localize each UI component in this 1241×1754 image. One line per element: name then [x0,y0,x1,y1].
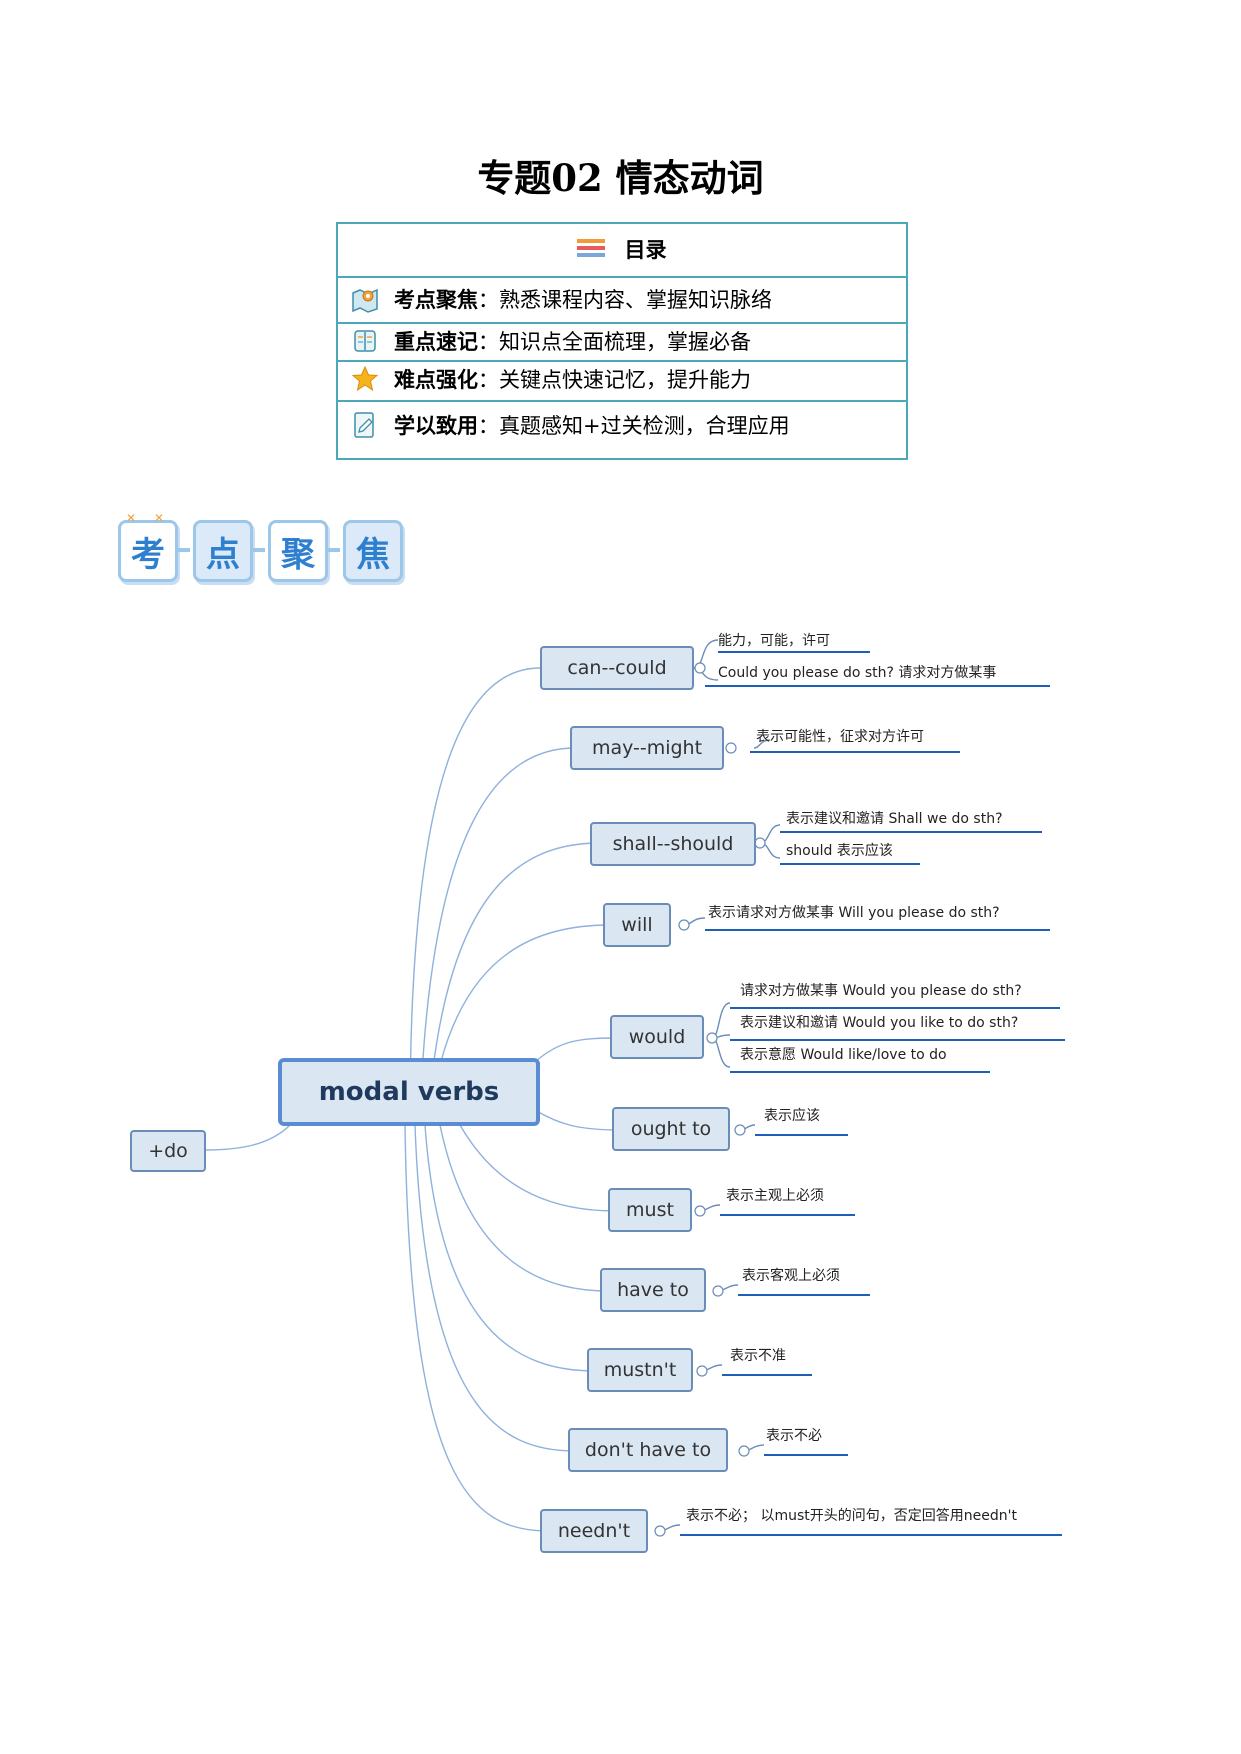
mindmap-branch-node[interactable]: needn't [540,1509,648,1553]
edit-note-icon [350,410,380,440]
mindmap-note: 表示意愿 Would like/love to do [740,1047,947,1063]
badge-char: 焦 [343,520,403,582]
toc-header: 目录 [338,224,906,276]
collapse-toggle-icon [654,1525,666,1537]
toc-item-text: ：真题感知+过关检测，合理应用 [478,414,790,438]
toc-item: 重点速记 ：知识点全面梳理，掌握必备 [350,326,751,356]
badge-connector [328,548,340,552]
svg-text:✕: ✕ [126,511,136,524]
collapse-toggle-icon [706,1032,718,1044]
branch-line [459,1124,617,1212]
toc-item-text: ：熟悉课程内容、掌握知识脉络 [478,288,772,312]
mindmap-note: 表示主观上必须 [726,1188,824,1204]
mindmap-branch-node[interactable]: will [603,903,671,947]
mindmap-note: 表示请求对方做某事 Will you please do sth? [708,905,1000,921]
collapse-toggle-icon [754,837,766,849]
collapse-toggle-icon [725,742,737,754]
badge-char: 点 [193,520,253,582]
toc-item-text: ：知识点全面梳理，掌握必备 [478,330,751,354]
leaf-line [753,739,771,749]
branch-line [534,1109,621,1131]
mindmap-branch-node[interactable]: can--could [540,646,694,690]
mindmap-central-node[interactable]: modal verbs [278,1058,540,1126]
mindmap-branch-node[interactable]: shall--should [590,822,756,866]
mindmap-note: 表示不必 [766,1428,822,1444]
mindmap-note: 能力，可能，许可 [718,633,830,649]
svg-text:✕: ✕ [154,511,164,524]
badge-char: 考 [118,520,178,582]
sparkle-icon: ✕ ✕ [126,511,164,524]
book-icon [350,326,380,356]
collapse-toggle-icon [678,919,690,931]
badge-connector [178,548,190,552]
mindmap-note: Could you please do sth? 请求对方做某事 [718,665,997,681]
mindmap-note: 表示不必； 以must开头的问句，否定回答用needn't [686,1508,1017,1524]
toc-item-label: 重点速记 [394,329,478,354]
mindmap-note: 表示建议和邀请 Would you like to do sth? [740,1015,1019,1031]
table-of-contents: 目录 考点聚焦 ：熟悉课程内容、掌握知识脉络 [336,222,908,460]
collapse-toggle-icon [696,1365,708,1377]
branch-line [439,924,611,1066]
collapse-toggle-icon [734,1124,746,1136]
mindmap-branch-node[interactable]: may--might [570,726,724,770]
star-icon [350,364,380,394]
leaf-line [711,1002,731,1039]
left-branch-line [204,1124,291,1151]
badge-connector [253,548,265,552]
mindmap-branch-node[interactable]: don't have to [568,1428,728,1472]
branch-line [409,667,541,1119]
mindmap-branch-node[interactable]: would [610,1015,704,1059]
branch-line [414,1124,576,1452]
collapse-toggle-icon [694,662,706,674]
toc-item-label: 难点强化 [394,367,478,392]
branch-line [424,1124,596,1372]
mindmap-note: 请求对方做某事 Would you please do sth? [740,983,1022,999]
toc-row: 考点聚焦 ：熟悉课程内容、掌握知识脉络 [338,276,906,324]
mindmap-note: 表示可能性，征求对方许可 [756,729,924,745]
branch-line [429,842,601,1096]
branch-line [439,1124,609,1292]
mindmap-branch-node[interactable]: ought to [612,1107,730,1151]
mindmap-note: 表示不准 [730,1348,786,1364]
toc-heading: 目录 [624,237,667,262]
mindmap-note: 表示客观上必须 [742,1268,840,1284]
collapse-toggle-icon [694,1205,706,1217]
toc-item: 考点聚焦 ：熟悉课程内容、掌握知识脉络 [350,284,772,314]
branch-line [419,747,576,1119]
list-icon [577,237,606,263]
toc-row: 难点强化 ：关键点快速记忆，提升能力 [338,360,906,402]
mindmap-branch-node[interactable]: have to [600,1268,706,1312]
page-title: 专题02 情态动词 [477,156,764,200]
mindmap-branch-node[interactable]: mustn't [587,1348,693,1392]
toc-item-label: 考点聚焦 [394,287,478,312]
mindmap-branch-node[interactable]: must [608,1188,692,1232]
toc-row: 学以致用 ：真题感知+过关检测，合理应用 [338,400,906,460]
toc-row: 重点速记 ：知识点全面梳理，掌握必备 [338,322,906,362]
mindmap-note: 表示应该 [764,1108,820,1124]
mindmap-note: 表示建议和邀请 Shall we do sth? [786,811,1003,827]
badge-char: 聚 [268,520,328,582]
collapse-toggle-icon [738,1445,750,1457]
toc-item: 学以致用 ：真题感知+过关检测，合理应用 [350,410,790,440]
mindmap-note: should 表示应该 [786,843,893,859]
toc-item-text: ：关键点快速记忆，提升能力 [478,368,751,392]
toc-item-label: 学以致用 [394,413,478,438]
collapse-toggle-icon [712,1285,724,1297]
toc-item: 难点强化 ：关键点快速记忆，提升能力 [350,364,751,394]
mindmap-left-node[interactable]: +do [130,1130,206,1172]
map-pin-icon [350,284,380,314]
branch-line [404,1124,549,1532]
branch-line [534,1037,619,1063]
